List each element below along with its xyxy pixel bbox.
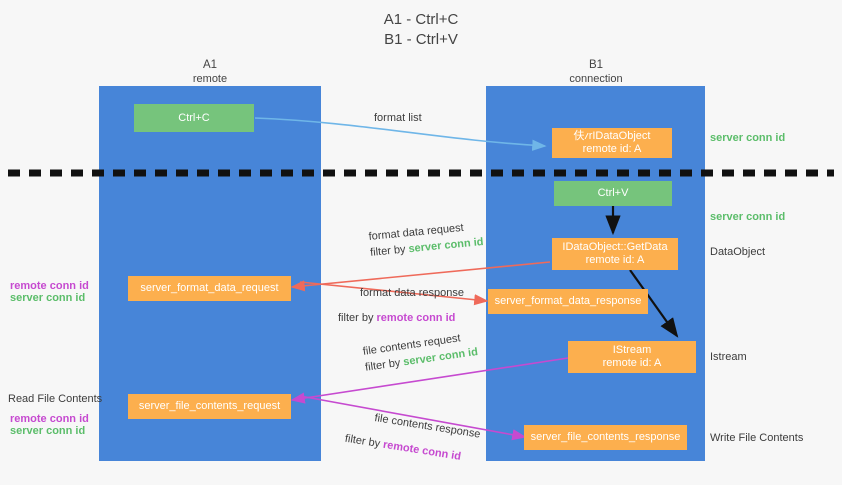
- filter-by-text-4: filter by: [344, 432, 384, 451]
- node-getdata-line2: remote id: A: [585, 254, 645, 266]
- remote-conn-id-text-2: remote conn id: [382, 438, 462, 463]
- lane-header-b1: B1 connection: [506, 58, 686, 86]
- lane-header-b1-name: B1: [588, 59, 604, 71]
- node-istream-line1: IStream: [612, 344, 652, 356]
- side-label-read-file-contents: Read File Contents: [8, 393, 103, 405]
- label-filter-format-data-response: filter by remote conn id: [338, 311, 455, 325]
- label-group-format-data-response: format data response filter by remote co…: [338, 286, 464, 324]
- lane-header-a1: A1 remote: [120, 58, 300, 86]
- node-getdata-line1: IDataObject::GetData: [562, 241, 668, 253]
- side-label-server-conn-id-top: server conn id: [710, 132, 786, 144]
- node-server-file-contents-request[interactable]: server_file_contents_request: [128, 394, 291, 419]
- remote-conn-id-text-1: remote conn id: [376, 312, 456, 324]
- node-idataobject-line1: 伕ⳇrIDataObject: [573, 130, 651, 142]
- node-server-file-contents-response[interactable]: server_file_contents_response: [524, 425, 687, 450]
- node-ctrl-c-label: Ctrl+C: [178, 111, 210, 124]
- lane-header-a1-name: A1: [202, 59, 218, 71]
- node-server-format-data-response-label: server_format_data_response: [494, 295, 642, 307]
- page-title: A1 - Ctrl+C B1 - Ctrl+V: [383, 11, 459, 48]
- label-format-list: format list: [374, 112, 422, 124]
- side-label-server-conn-id-left-top: server conn id: [10, 292, 86, 304]
- node-server-file-contents-response-label: server_file_contents_response: [530, 431, 681, 443]
- label-group-file-contents-response: file contents response filter by remote …: [344, 407, 481, 463]
- node-idataobject-getdata[interactable]: IDataObject::GetData remote id: A: [552, 238, 678, 270]
- node-server-format-data-request-label: server_format_data_request: [140, 282, 279, 294]
- label-filter-file-contents-response: filter by remote conn id: [344, 432, 462, 464]
- node-ctrl-v-label: Ctrl+V: [597, 187, 629, 199]
- node-istream[interactable]: IStream remote id: A: [568, 341, 696, 373]
- node-ctrl-v[interactable]: Ctrl+V: [554, 181, 672, 206]
- node-server-format-data-response[interactable]: server_format_data_response: [488, 289, 648, 314]
- label-group-format-data-request: format data request filter by server con…: [368, 219, 484, 259]
- side-label-remote-conn-id-top: remote conn id: [10, 280, 89, 292]
- filter-by-text-2: filter by: [338, 312, 377, 324]
- node-idataobject-line2: remote id: A: [582, 143, 642, 155]
- node-idataobject[interactable]: 伕ⳇrIDataObject remote id: A: [552, 128, 672, 158]
- side-label-dataobject: DataObject: [710, 246, 766, 258]
- node-server-file-contents-request-label: server_file_contents_request: [138, 400, 281, 412]
- side-label-remote-conn-id-bottom: remote conn id: [10, 413, 89, 425]
- side-label-server-conn-id-mid: server conn id: [710, 211, 786, 223]
- label-group-file-contents-request: file contents request filter by server c…: [362, 329, 479, 373]
- lane-header-a1-sub: remote: [192, 73, 228, 85]
- filter-by-text-3: filter by: [364, 356, 405, 374]
- lane-header-b1-sub: connection: [569, 73, 623, 85]
- side-label-istream: Istream: [710, 351, 747, 363]
- node-server-format-data-request[interactable]: server_format_data_request: [128, 276, 291, 301]
- label-format-data-response: format data response: [360, 287, 464, 299]
- node-ctrl-c[interactable]: Ctrl+C: [134, 104, 254, 132]
- filter-by-text-1: filter by: [369, 243, 410, 259]
- side-label-server-conn-id-left-bottom: server conn id: [10, 425, 86, 437]
- side-label-write-file-contents: Write File Contents: [710, 432, 804, 444]
- node-istream-line2: remote id: A: [602, 357, 662, 369]
